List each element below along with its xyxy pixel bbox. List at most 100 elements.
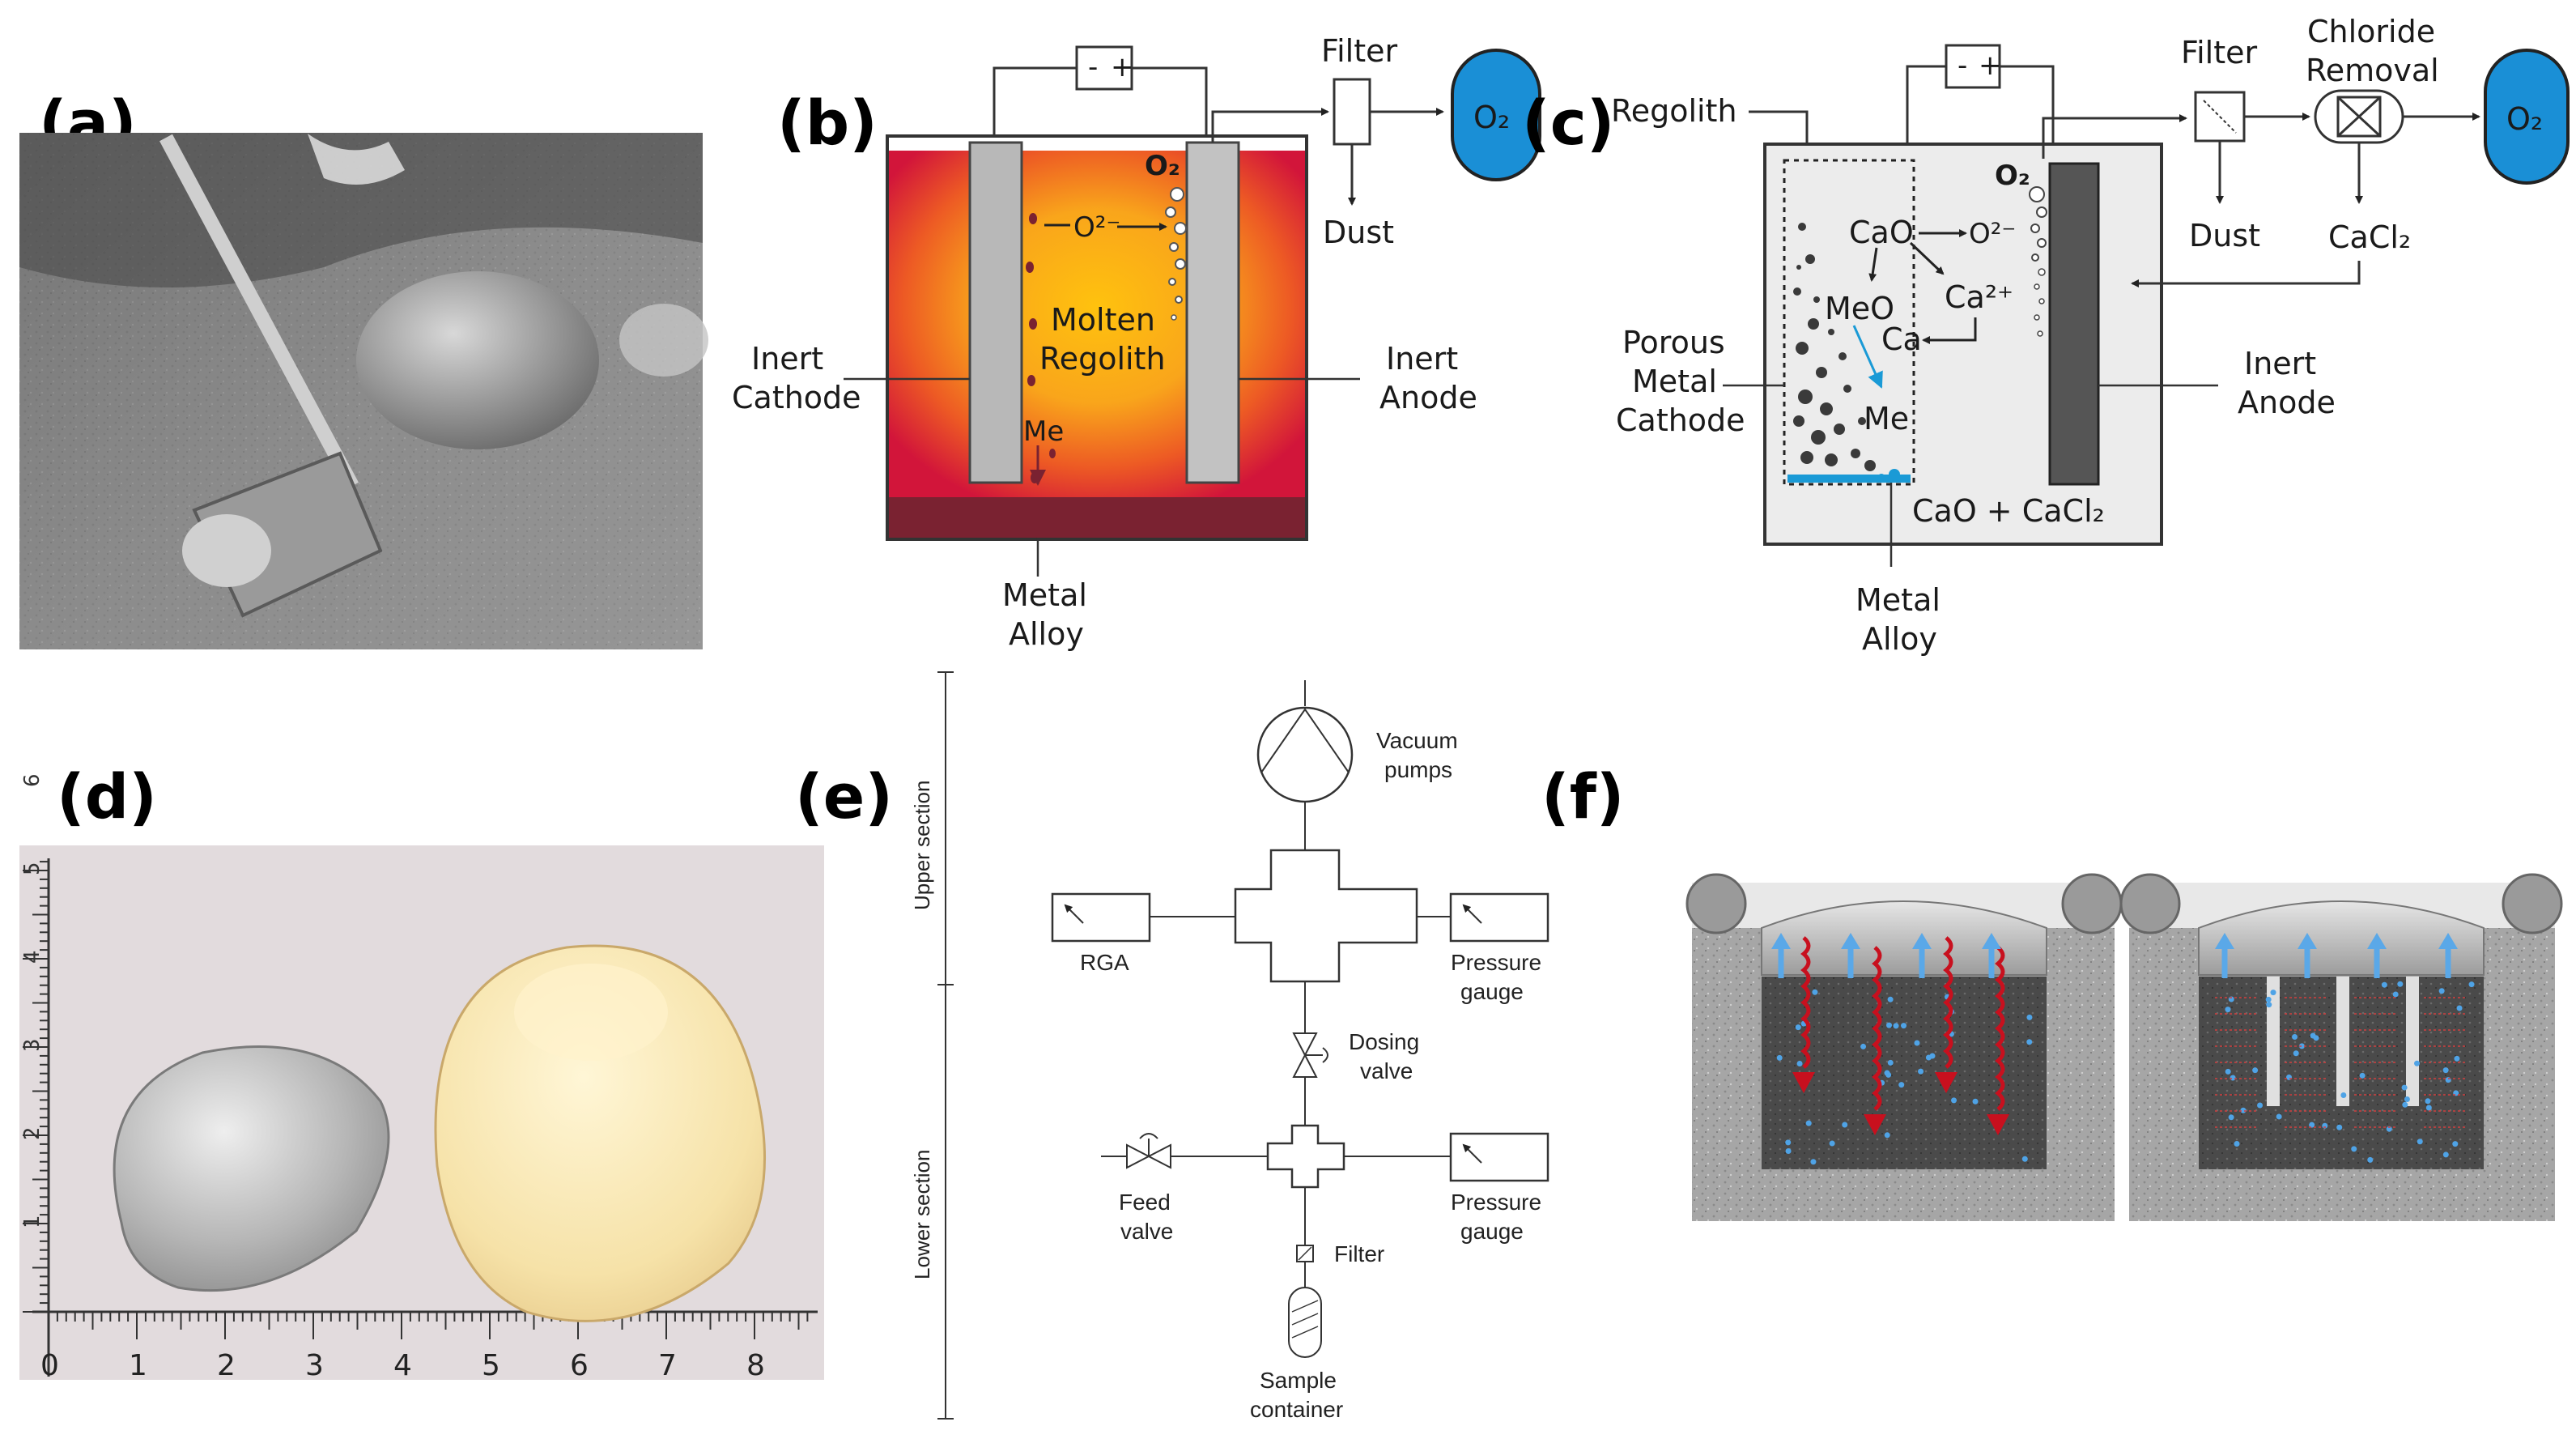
gas-arrows-left — [1771, 933, 2001, 978]
molten-label-1: Molten — [1051, 302, 1155, 338]
anode-label-2-c: Anode — [2238, 385, 2336, 420]
cathode-label-1-b: Inert — [751, 341, 823, 377]
o2-tank-b — [1451, 49, 1541, 181]
regolith-particles-c — [1793, 223, 1876, 471]
gas-line-b — [1211, 108, 1329, 143]
metal-alloy-layer-b — [889, 497, 1305, 538]
cathode-label-2-b: Cathode — [732, 380, 861, 415]
oxide-ion-label-c: O²⁻ — [1969, 218, 2016, 250]
meo-label: MeO — [1825, 291, 1894, 326]
porous-label-1: Porous — [1622, 325, 1725, 360]
pressure-gauge-lower — [1449, 1132, 1549, 1182]
metal-cup-sample — [113, 1045, 390, 1292]
meo-down-arrow — [1868, 247, 1878, 282]
heating-probe-3 — [2406, 977, 2419, 1106]
lunar-surface-photo — [19, 133, 708, 649]
ruler-v-tick-label: 6 — [20, 773, 45, 787]
panel-b: (b) - + Filter Dust O₂ O₂ — [732, 33, 1541, 652]
feed-label-1: Feed — [1119, 1190, 1171, 1215]
gas-line-c — [2042, 114, 2187, 159]
pressure-gauge-upper — [1449, 892, 1549, 943]
ruler-h-tick-label: 1 — [129, 1349, 147, 1382]
heating-probe-2 — [2336, 977, 2349, 1106]
vacuum-label-1: Vacuum — [1376, 728, 1458, 753]
heat-arrows-right — [2215, 997, 2468, 1128]
upper-section-label: Upper section — [910, 781, 934, 910]
lower-section-label: Lower section — [910, 1150, 934, 1279]
power-minus-b: - — [1088, 51, 1098, 83]
wire-anode-b — [1132, 66, 1208, 144]
metal-layer-c — [1787, 475, 1911, 483]
oxide-cup-sample — [434, 944, 767, 1322]
filter-label-e: Filter — [1334, 1241, 1384, 1266]
anode-label-2-b: Anode — [1379, 380, 1477, 415]
o2-bubbles-c — [2029, 186, 2047, 337]
filter-diagonal-c — [2203, 100, 2237, 134]
ruler-h-tick-label: 4 — [393, 1349, 412, 1382]
ruler-h-tick-label: 8 — [746, 1349, 765, 1382]
probe-extraction-view — [2119, 873, 2563, 1221]
sample-container-symbol — [1288, 1287, 1322, 1358]
inert-anode-c — [2048, 162, 2100, 486]
filter-label-b: Filter — [1321, 33, 1397, 69]
power-minus-c: - — [1958, 49, 1967, 82]
wire-cathode-b — [993, 66, 1077, 144]
filter-box-b — [1333, 78, 1371, 146]
panel-b-label: (b) — [777, 87, 878, 159]
o2-bubble-label-b: O₂ — [1145, 150, 1180, 182]
meo-to-me-arrow — [1852, 325, 1883, 389]
power-plus-b: + — [1111, 51, 1134, 83]
ruler-v-tick-label: 3 — [20, 1038, 45, 1052]
alloy-label-1-b: Metal — [1002, 577, 1087, 613]
ruler-h-tick-label: 5 — [482, 1349, 500, 1382]
vacuum-pump-symbol — [1256, 706, 1354, 803]
o2-tank-c — [2484, 49, 2570, 185]
regolith-label-c: Regolith — [1611, 93, 1737, 129]
porous-cathode-c — [1783, 159, 1915, 486]
pressure2-label-2: gauge — [1460, 1219, 1524, 1244]
inert-cathode-b — [968, 141, 1023, 484]
pressure-label-1: Pressure — [1451, 950, 1541, 975]
panel-e-label: (e) — [795, 760, 893, 832]
ruler-v-tick-label: 2 — [20, 1126, 45, 1140]
dosing-label-2: valve — [1360, 1058, 1413, 1083]
vacuum-label-2: pumps — [1384, 757, 1452, 782]
rake-handle — [159, 134, 359, 490]
o2-bubble-label-c: O₂ — [1995, 160, 2030, 192]
sample-label-2: container — [1250, 1397, 1343, 1422]
heating-dome-left — [1761, 900, 2047, 976]
cell-c — [1763, 143, 2163, 546]
o2-tank-label-b: O₂ — [1473, 100, 1510, 135]
porous-label-2: Metal — [1632, 364, 1717, 399]
ca-label: Ca — [1881, 321, 1922, 357]
cacl2-recycle-arrow — [2131, 261, 2361, 287]
ruler-h-tick-label: 6 — [570, 1349, 589, 1382]
o2-bubbles-b — [1165, 187, 1187, 321]
rga-label: RGA — [1080, 950, 1129, 975]
electrolyte-label-c: CaO + CaCl₂ — [1912, 493, 2105, 529]
wire-cathode-c — [1906, 65, 1946, 159]
ruler-h-tick-label: 0 — [40, 1349, 59, 1382]
alloy-label-2-b: Alloy — [1009, 616, 1084, 652]
ca-ion-to-ca-arrow — [1922, 317, 1977, 344]
panel-f-label: (f) — [1541, 760, 1625, 832]
dust-label-c: Dust — [2189, 218, 2260, 253]
panel-e: (e) Upper section Lower section Vacuum p… — [795, 671, 1549, 1422]
chloride-label-2: Removal — [2306, 53, 2439, 88]
ruler-v-tick-label: 4 — [20, 950, 45, 964]
cacl2-label-c: CaCl₂ — [2328, 219, 2411, 255]
ruler-v-tick-label: 1 — [20, 1215, 45, 1228]
panel-f: (f) — [1541, 760, 2563, 1221]
anode-label-1-c: Inert — [2244, 346, 2316, 381]
porous-label-3: Cathode — [1616, 402, 1745, 438]
ruler-h-tick-label: 2 — [217, 1349, 236, 1382]
alloy-label-1-c: Metal — [1855, 582, 1941, 618]
gas-arrows-right — [2215, 933, 2458, 978]
me-label-c: Me — [1864, 401, 1909, 436]
pressure2-label-1: Pressure — [1451, 1190, 1541, 1215]
power-supply-b — [1075, 45, 1133, 91]
